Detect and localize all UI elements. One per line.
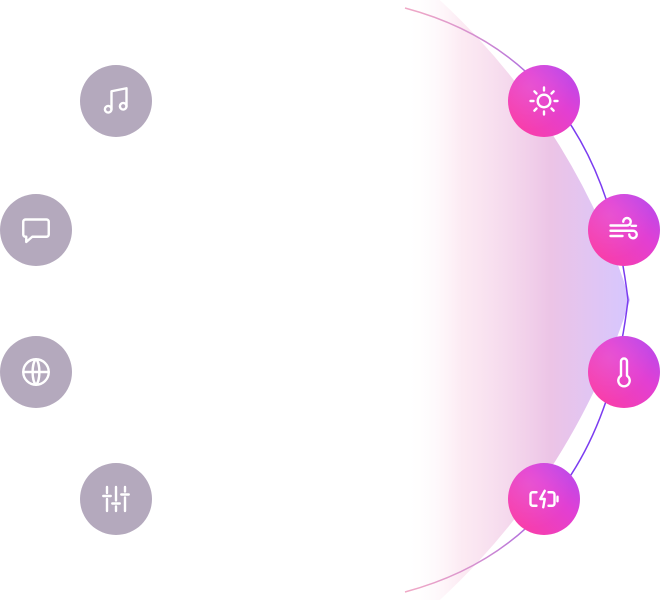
chat-bubble-icon — [22, 218, 50, 244]
sliders-icon — [102, 485, 130, 513]
globe-button[interactable] — [0, 336, 72, 408]
battery-charging-icon — [529, 489, 559, 509]
temperature-button[interactable] — [588, 336, 660, 408]
music-note-icon — [103, 87, 128, 114]
chat-button[interactable] — [0, 194, 72, 266]
sun-icon — [529, 86, 559, 116]
music-button[interactable] — [80, 65, 152, 137]
battery-button[interactable] — [508, 463, 580, 535]
brightness-button[interactable] — [508, 65, 580, 137]
thermometer-icon — [617, 357, 631, 388]
wind-icon — [609, 216, 638, 240]
globe-icon — [22, 358, 50, 386]
settings-sliders-button[interactable] — [80, 463, 152, 535]
wind-button[interactable] — [588, 194, 660, 266]
